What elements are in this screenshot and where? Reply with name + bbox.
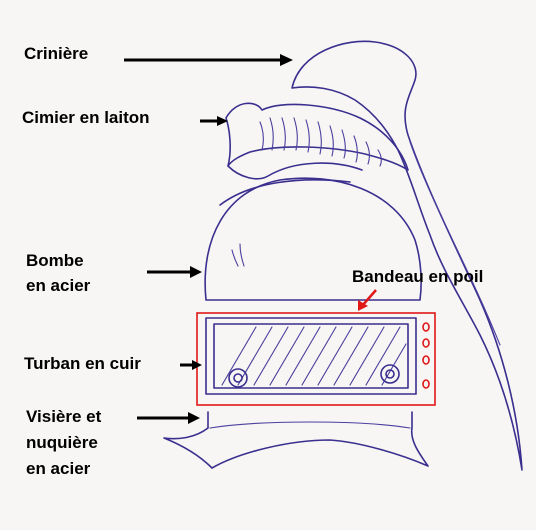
label-visiere-line1: Visière et — [26, 406, 101, 428]
helmet-turban-drawing — [206, 318, 416, 394]
label-bombe-line2: en acier — [26, 275, 90, 297]
label-criniere: Crinière — [24, 43, 88, 65]
label-visiere-line3: en acier — [26, 458, 90, 480]
helmet-cimier-drawing — [226, 103, 408, 178]
label-visiere-line2: nuquière — [26, 432, 98, 454]
helmet-visiere-drawing — [164, 412, 428, 468]
arrow-cimier — [200, 116, 228, 126]
arrow-criniere — [124, 54, 293, 66]
label-cimier: Cimier en laiton — [22, 107, 150, 129]
arrow-bombe — [147, 266, 202, 278]
arrow-visiere — [137, 412, 200, 424]
label-bandeau: Bandeau en poil — [352, 266, 483, 288]
label-bombe-line1: Bombe — [26, 250, 84, 272]
label-turban: Turban en cuir — [24, 353, 141, 375]
arrow-turban — [180, 360, 202, 370]
